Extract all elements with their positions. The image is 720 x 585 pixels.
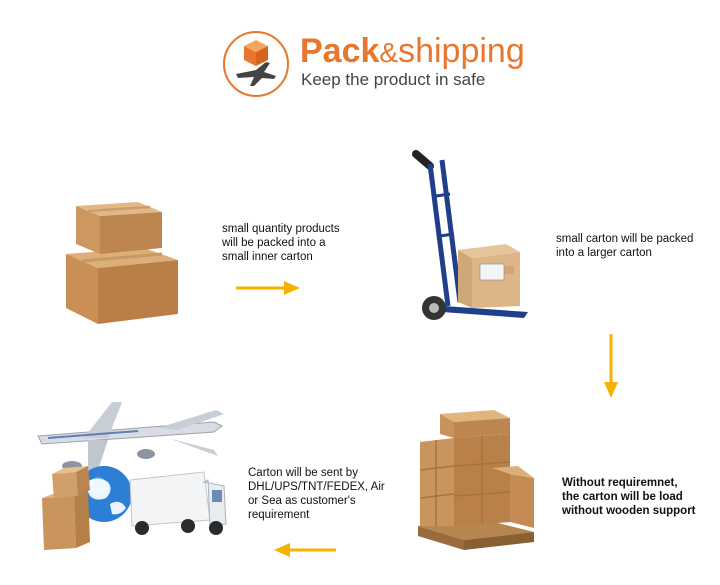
caption-line: the carton will be load bbox=[562, 491, 683, 503]
box-plane-logo-icon bbox=[222, 30, 290, 98]
caption-line: small quantity products bbox=[222, 223, 340, 235]
step4-caption: Carton will be sent by DHL/UPS/TNT/FEDEX… bbox=[248, 466, 388, 522]
arrow-left-icon bbox=[272, 542, 336, 558]
hand-truck-carton-image bbox=[408, 146, 532, 328]
title-pack: Pack bbox=[300, 32, 380, 70]
caption-line: small carton will be packed bbox=[556, 233, 694, 245]
cardboard-boxes-image bbox=[58, 196, 182, 326]
caption-line: Carton will be sent by bbox=[248, 467, 358, 479]
title-amp: & bbox=[379, 37, 399, 68]
caption-line: DHL/UPS/TNT/FEDEX, Air bbox=[248, 481, 385, 493]
page-title: Pack&shipping bbox=[300, 33, 525, 71]
caption-line: will be packed into a bbox=[222, 237, 326, 249]
step3-caption: Without requiremnet, the carton will be … bbox=[562, 476, 712, 518]
title-shipping: shipping bbox=[398, 32, 525, 70]
page-subtitle: Keep the product in safe bbox=[301, 70, 486, 89]
boxes-icon bbox=[42, 466, 90, 550]
caption-line: Without requiremnet, bbox=[562, 477, 678, 489]
truck-icon bbox=[129, 471, 227, 535]
globe-icon bbox=[76, 466, 132, 522]
caption-line: requirement bbox=[248, 509, 310, 521]
arrow-down-icon bbox=[602, 334, 620, 402]
pallet-boxes-image bbox=[414, 404, 538, 554]
airplane-globe-truck-image bbox=[18, 398, 230, 554]
caption-line: without wooden support bbox=[562, 505, 696, 517]
caption-line: small inner carton bbox=[222, 251, 313, 263]
step1-caption: small quantity products will be packed i… bbox=[222, 222, 382, 264]
caption-line: or Sea as customer's bbox=[248, 495, 356, 507]
step2-caption: small carton will be packed into a large… bbox=[556, 232, 716, 260]
arrow-right-icon bbox=[236, 280, 302, 296]
airplane-icon bbox=[37, 402, 224, 471]
caption-line: into a larger carton bbox=[556, 247, 652, 259]
